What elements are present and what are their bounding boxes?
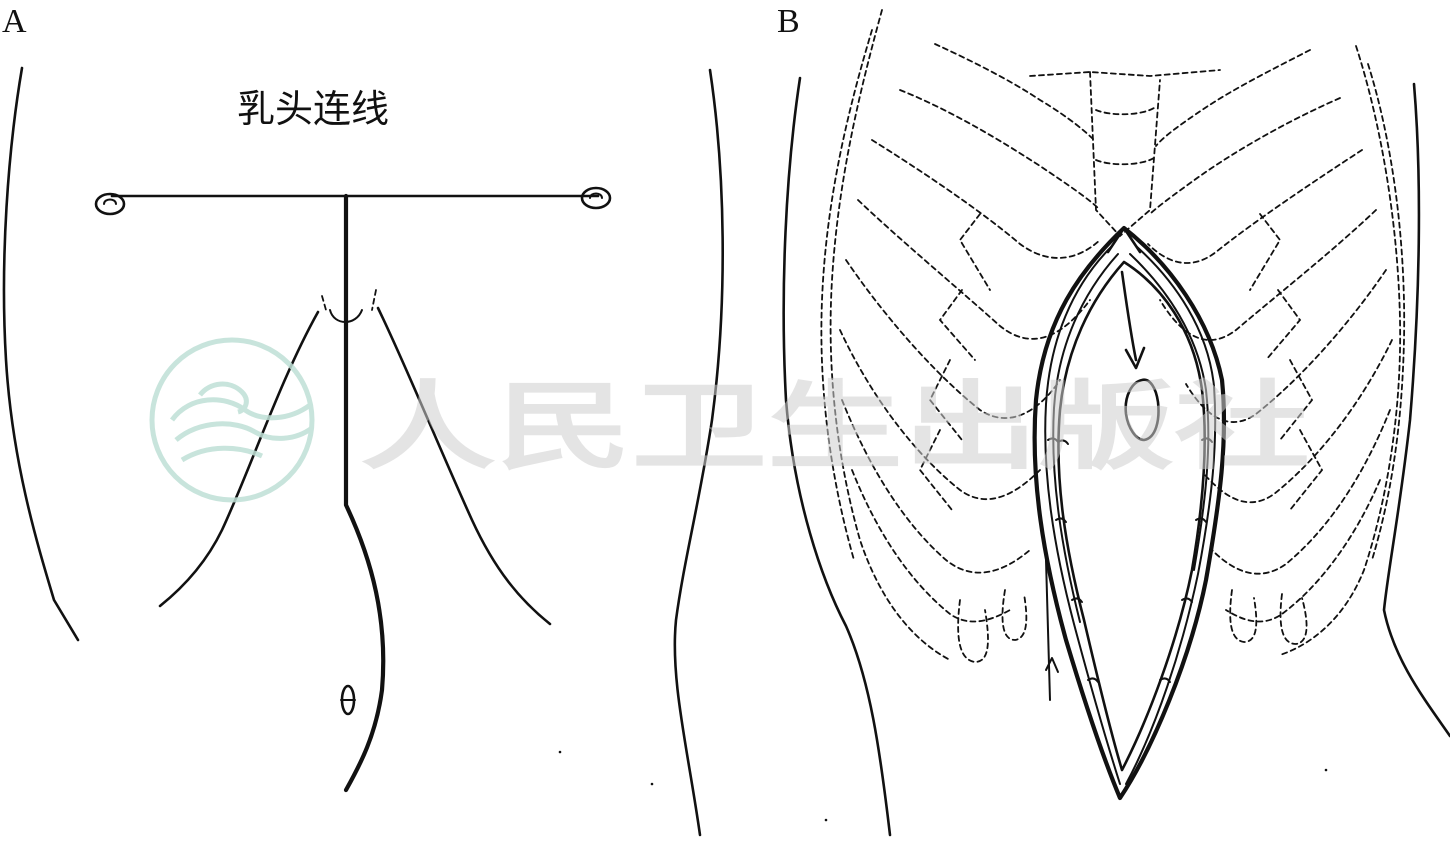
panel-b-torso-right-contour <box>1382 82 1450 738</box>
nipple-line-label: 乳头连线 <box>237 87 389 131</box>
retraction-arrow <box>1120 270 1138 362</box>
xiphoid-dashed-left <box>321 295 327 311</box>
panel-a-torso-left-contour <box>2 66 80 642</box>
watermark-text: 人民卫生出版社 <box>360 370 1310 483</box>
left-nipple-icon <box>94 192 126 216</box>
rib-cage-dashed <box>820 9 1406 663</box>
panel-b-torso-left-contour <box>782 76 892 837</box>
excised-xiphoid <box>1124 378 1160 442</box>
small-arrow-head-icon <box>1045 657 1059 673</box>
xiphoid-dashed-right <box>371 289 377 311</box>
panel-b-letter: B <box>777 3 800 40</box>
arrow-head-icon <box>1124 346 1146 370</box>
right-nipple-icon <box>580 186 612 210</box>
right-costal-margin <box>376 306 552 626</box>
incision-wound-opening <box>1032 225 1227 801</box>
panel-a-torso-right-contour <box>673 68 724 837</box>
panel-b: B <box>777 3 1450 837</box>
watermark-seal-icon <box>149 337 315 503</box>
umbilicus-icon <box>340 684 356 716</box>
panel-a-letter: A <box>2 3 27 40</box>
midline-incision <box>343 193 386 793</box>
small-marker-arrow <box>1045 559 1051 701</box>
publisher-watermark: 人民卫生出版社 <box>149 337 1310 503</box>
